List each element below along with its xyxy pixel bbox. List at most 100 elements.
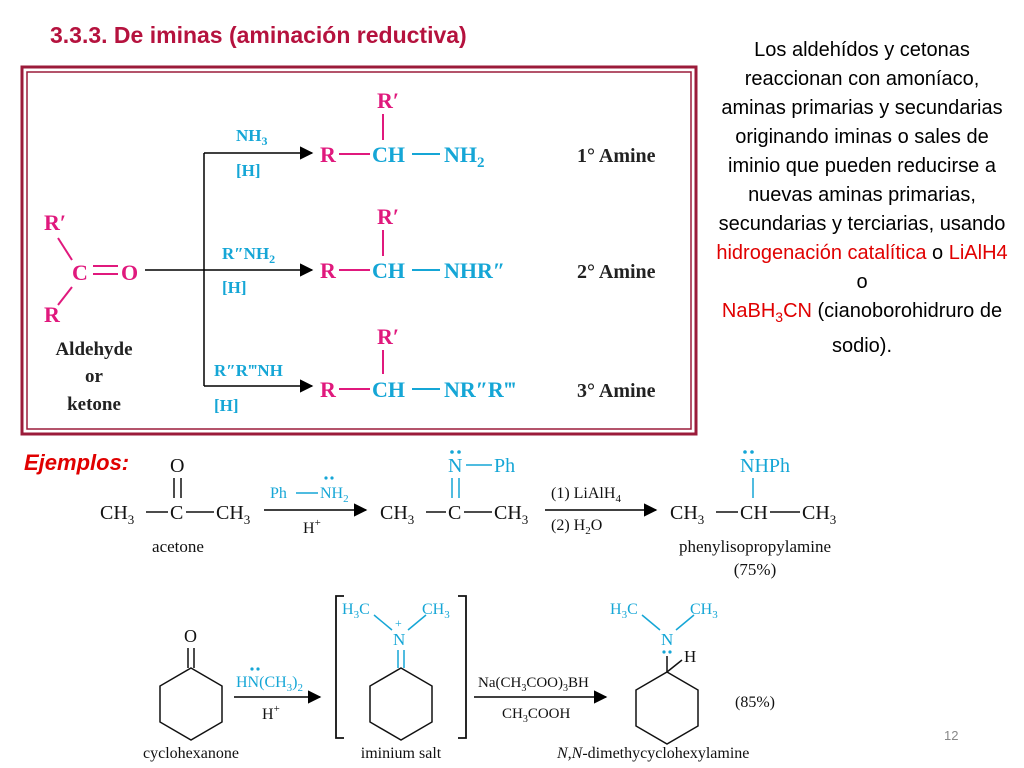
product2-h3c: H3C [610, 601, 638, 621]
iminium-charge: + [395, 616, 402, 630]
ex2-reducer-line1: Na(CH3COO)3BH [478, 675, 589, 694]
route2-reagent: R″NH2 [222, 244, 275, 266]
description-tail: (cianoborohidruro de sodio). [811, 300, 1003, 357]
highlight-catalytic-hydrogenation: hidrogenación catalítica [716, 242, 927, 264]
acetone-oxygen: O [170, 455, 184, 477]
acetone-label: acetone [152, 537, 204, 556]
route2-amine-group: NHR″ [444, 258, 505, 283]
product1-lone-pair-dot [743, 450, 747, 454]
reactant-label-3: ketone [67, 394, 121, 415]
product1-ch3-left: CH3 [670, 502, 704, 527]
acetone-carbon: C [170, 502, 183, 524]
cyclohexanone-label: cyclohexanone [143, 745, 239, 762]
ex2-catalyst: H+ [262, 703, 280, 723]
reactant-carbon: C [72, 260, 88, 285]
product2-yield: (85%) [735, 694, 775, 711]
route2-ch: CH [372, 258, 405, 283]
route1-r: R [320, 142, 337, 167]
iminium-bond-left-methyl [373, 614, 393, 631]
imine-nitrogen: N [448, 455, 462, 477]
ex1-lone-pair-dot [324, 476, 328, 480]
product2-ring [635, 671, 699, 745]
reactant-bond-top [57, 237, 73, 261]
route3-reducer: [H] [214, 396, 239, 415]
route1-ch: CH [372, 142, 405, 167]
page-number: 12 [944, 728, 959, 743]
imine-lone-pair-dot [457, 450, 461, 454]
route3-r: R [320, 377, 337, 402]
imine-ch3-right: CH3 [494, 502, 528, 527]
description-or: o [856, 271, 868, 293]
cyclohexanone-ring [159, 667, 223, 741]
iminium-h3c: H3C [342, 601, 370, 621]
reactant-r-prime: R′ [44, 210, 66, 235]
route2-label: 2° Amine [577, 261, 656, 283]
route2-r-prime: R′ [377, 204, 399, 229]
description-text: Los aldehídos y cetonas reaccionan con a… [712, 36, 1012, 361]
imine-lone-pair-dot [450, 450, 454, 454]
route3-label: 3° Amine [577, 380, 656, 402]
iminium-nitrogen: N [393, 630, 405, 649]
reactant-label-1: Aldehyde [55, 339, 132, 360]
iminium-label: iminium salt [361, 745, 442, 762]
reactant-r: R [44, 302, 61, 327]
product2-lone-pair-dot [668, 650, 672, 654]
scheme-frame-inner [26, 71, 692, 430]
product1-ch: CH [740, 502, 768, 524]
product2-bond-right-methyl [675, 614, 695, 631]
cyclohexanone-oxygen: O [184, 626, 197, 646]
product2-label: N,N-dimethycyclohexylamine [556, 745, 749, 762]
acetone-ch3-right: CH3 [216, 502, 250, 527]
route2-r: R [320, 258, 337, 283]
acetone-ch3-left: CH3 [100, 502, 134, 527]
iminium-bracket-right [458, 595, 467, 739]
iminium-bracket-left [335, 595, 344, 739]
slide-title: 3.3.3. De iminas (aminación reductiva) [50, 22, 467, 48]
ex2-reducer-line2: CH3COOH [502, 706, 571, 725]
reactant-bond-bottom [57, 286, 73, 306]
examples-heading: Ejemplos: [24, 450, 130, 475]
ex2-lone-pair-dot [250, 667, 254, 671]
product2-lone-pair-dot [662, 650, 666, 654]
product2-bond-left-methyl [641, 614, 661, 631]
highlight-nabh3cn: NaBH3CN [721, 300, 812, 325]
product1-nhph: NHPh [740, 455, 790, 477]
product2-nitrogen: N [661, 630, 673, 649]
route3-amine-group: NR″R‴ [444, 377, 516, 402]
route1-amine-group: NH2 [444, 142, 485, 171]
product2-ch3: CH3 [690, 601, 718, 621]
route1-label: 1° Amine [577, 145, 656, 167]
route3-r-prime: R′ [377, 324, 399, 349]
route2-reducer: [H] [222, 278, 247, 297]
scheme-frame-outer [20, 65, 698, 436]
description-or: o [926, 242, 949, 264]
ex1-reagent-nh2: NH2 [320, 485, 349, 505]
imine-phenyl: Ph [494, 455, 515, 477]
product2-hydrogen: H [684, 647, 696, 666]
product1-label: phenylisopropylamine [679, 537, 831, 556]
product1-ch3-right: CH3 [802, 502, 836, 527]
ex2-reagent: HN(CH3)2 [236, 674, 303, 694]
ex2-lone-pair-dot [256, 667, 260, 671]
iminium-bond-right-methyl [407, 614, 427, 631]
ex1-catalyst: H+ [303, 517, 321, 537]
highlight-lialh4: LiAlH4 [948, 242, 1008, 264]
iminium-ch3: CH3 [422, 601, 450, 621]
route1-reducer: [H] [236, 161, 261, 180]
product2-ch-bond [666, 659, 683, 673]
imine-ch3-left: CH3 [380, 502, 414, 527]
ex1-step1: (1) LiAlH4 [551, 485, 621, 505]
ex1-reagent: Ph [270, 485, 287, 502]
iminium-ring [369, 667, 433, 741]
imine-carbon: C [448, 502, 461, 524]
product1-yield: (75%) [734, 560, 776, 579]
route3-ch: CH [372, 377, 405, 402]
product1-lone-pair-dot [750, 450, 754, 454]
description-body: Los aldehídos y cetonas reaccionan con a… [718, 39, 1006, 235]
route3-reagent: R″R‴NH [214, 361, 283, 380]
reactant-oxygen: O [121, 260, 138, 285]
ex1-step2: (2) H2O [551, 517, 602, 537]
route1-reagent: NH3 [236, 126, 268, 148]
reactant-label-2: or [85, 366, 104, 387]
